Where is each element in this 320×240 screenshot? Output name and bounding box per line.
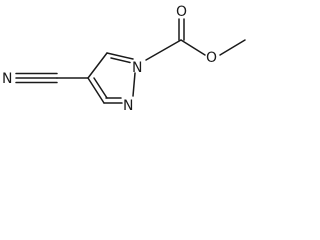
ring-bond-c4-inner — [93, 77, 108, 99]
nitrile-n-label: N — [2, 71, 12, 87]
ring-bond-n1-n2 — [132, 72, 136, 97]
ring-bond-c3-c4 — [87, 77, 105, 104]
ester-group — [145, 18, 246, 61]
carbonyl-to-ester-o-bond — [180, 39, 206, 56]
ester-o-to-methyl-bond — [219, 39, 246, 56]
ring-bond-c5-n1 — [106, 52, 134, 60]
carbonyl-o-label: O — [176, 4, 187, 20]
ring-bond-c5-n1-inner — [110, 57, 131, 64]
ring-bond-c4-c5 — [87, 52, 108, 79]
structure-diagram: N N N O O — [0, 0, 258, 122]
ring-n1-label: N — [132, 60, 142, 76]
ester-o-label: O — [206, 50, 217, 66]
pyrazole-ring — [87, 52, 136, 104]
nitrile-group — [15, 72, 89, 84]
n1-to-carbonyl-bond — [145, 39, 182, 61]
molecule-drawing: N N N O O — [2, 4, 246, 114]
ring-n2-label: N — [123, 98, 133, 114]
